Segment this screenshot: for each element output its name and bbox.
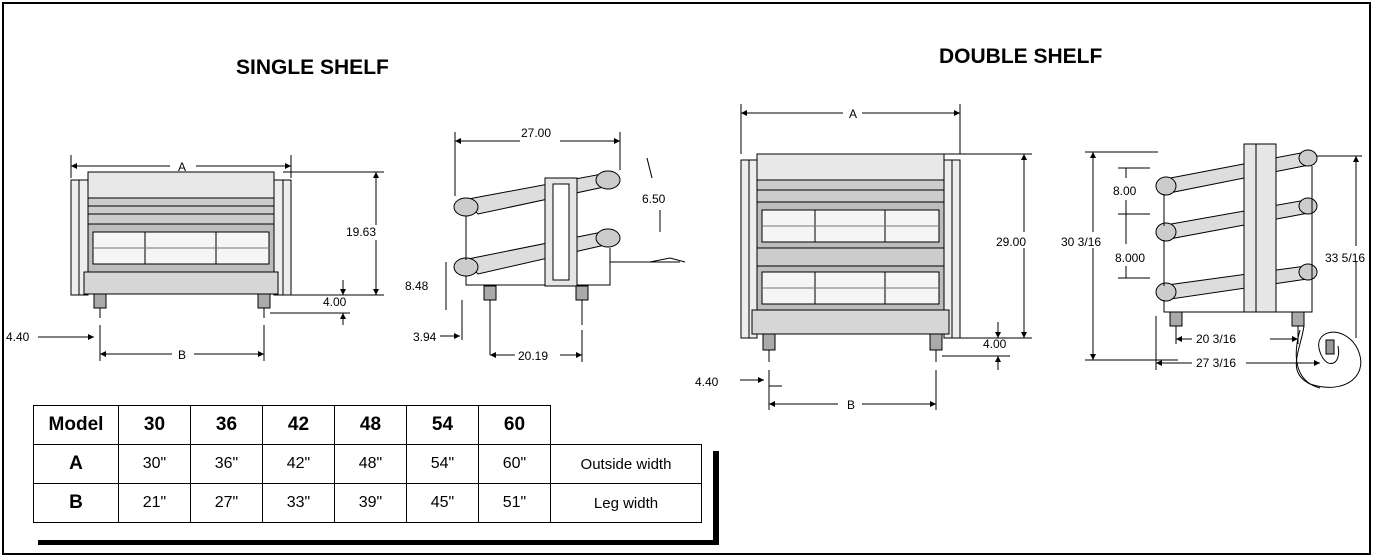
double-side-height-rear-label: 33 5/16	[1325, 251, 1365, 265]
spec-header-blank	[551, 406, 702, 445]
double-side-leg-span-label: 20 3/16	[1196, 332, 1236, 346]
spec-table: Model 30 36 42 48 54 60 A 30" 36" 42" 48…	[33, 405, 702, 523]
spec-header-cell: 36	[190, 405, 263, 445]
single-shelf-title: SINGLE SHELF	[236, 56, 389, 79]
spec-cell: 60"	[478, 444, 551, 484]
spec-header-cell: 60	[478, 405, 551, 445]
spec-cell: 54"	[406, 444, 479, 484]
single-front-view	[38, 155, 384, 361]
double-front-leg-height-label: 4.00	[983, 337, 1007, 351]
spec-cell: 45"	[406, 483, 479, 523]
spec-header-cell: 54	[406, 405, 479, 445]
double-shelf-title: DOUBLE SHELF	[939, 45, 1103, 68]
spec-header-cell: 30	[118, 405, 191, 445]
single-front-leg-width-label: B	[178, 348, 186, 362]
table-row: B 21" 27" 33" 39" 45" 51" Leg width	[33, 483, 702, 523]
double-front-leg-offset-label: 4.40	[695, 375, 719, 389]
single-side-view	[440, 132, 686, 362]
table-row: A 30" 36" 42" 48" 54" 60" Outside width	[33, 444, 702, 484]
single-front-leg-offset-label: 4.40	[6, 330, 30, 344]
spec-row-description: Outside width	[550, 444, 702, 484]
single-front-height-label: 19.63	[346, 225, 376, 239]
spec-cell: 36"	[190, 444, 263, 484]
spec-cell: 30"	[118, 444, 191, 484]
double-side-upper-spacing-label: 8.00	[1113, 184, 1137, 198]
double-side-base-label: 27 3/16	[1196, 356, 1236, 370]
single-front-width-label: A	[178, 160, 186, 174]
table-shadow-bottom	[38, 540, 719, 545]
spec-cell: 48"	[334, 444, 407, 484]
single-side-base-label: 20.19	[518, 349, 548, 363]
spec-header-cell: 42	[262, 405, 335, 445]
double-front-leg-width-label: B	[847, 398, 855, 412]
spec-cell: 21"	[118, 483, 191, 523]
double-front-height-label: 29.00	[996, 235, 1026, 249]
single-side-depth-label: 27.00	[521, 126, 551, 140]
spec-row-label: A	[33, 444, 119, 484]
spec-row-description: Leg width	[550, 483, 702, 523]
double-front-width-label: A	[849, 107, 857, 121]
table-shadow-right	[713, 451, 719, 543]
single-side-lower-label: 8.48	[405, 279, 429, 293]
double-side-view	[1085, 143, 1362, 389]
single-side-spacing-label: 6.50	[642, 192, 666, 206]
spec-cell: 27"	[190, 483, 263, 523]
double-side-height-front-label: 30 3/16	[1061, 235, 1101, 249]
double-side-lower-spacing-label: 8.000	[1115, 251, 1145, 265]
double-front-view	[740, 104, 1032, 410]
spec-cell: 42"	[262, 444, 335, 484]
single-front-leg-height-label: 4.00	[323, 295, 347, 309]
spec-cell: 51"	[478, 483, 551, 523]
spec-header-model: Model	[33, 405, 119, 445]
single-side-foot-label: 3.94	[413, 330, 437, 344]
spec-row-label: B	[33, 483, 119, 523]
spec-table-header: Model 30 36 42 48 54 60	[33, 405, 702, 445]
spec-cell: 33"	[262, 483, 335, 523]
spec-cell: 39"	[334, 483, 407, 523]
spec-header-cell: 48	[334, 405, 407, 445]
